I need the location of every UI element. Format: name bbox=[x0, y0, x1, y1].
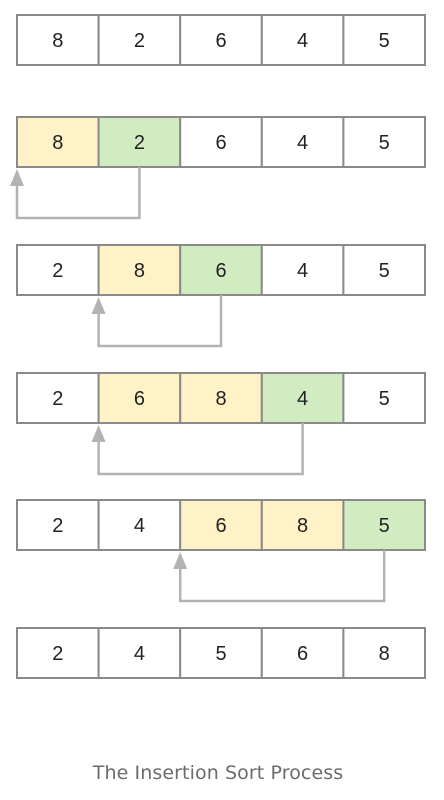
cell-value: 5 bbox=[379, 30, 390, 52]
cell-value: 2 bbox=[52, 515, 63, 537]
array-cell: 4 bbox=[260, 244, 345, 296]
array-cell: 8 bbox=[97, 244, 182, 296]
cell-box bbox=[179, 627, 263, 679]
insertion-sort-diagram: 8 2 6 4 5 8 2 6 4 5 2 8 6 4 5 2 6 8 4 5 2 4 6 8 5 2 4 5 6 8 bbox=[10, 14, 426, 679]
array-cell: 5 bbox=[342, 116, 426, 168]
step-row-4: 2 6 8 4 5 bbox=[16, 372, 426, 476]
array-cell: 5 bbox=[342, 372, 426, 424]
cell-box bbox=[16, 14, 100, 66]
cell-value: 5 bbox=[379, 260, 390, 282]
cell-box bbox=[342, 116, 426, 168]
cell-box bbox=[97, 499, 182, 551]
cell-value: 6 bbox=[215, 30, 226, 52]
cell-value: 2 bbox=[52, 643, 63, 665]
cell-value: 2 bbox=[134, 30, 145, 52]
cell-value: 8 bbox=[297, 515, 308, 537]
array-cell: 6 bbox=[179, 499, 263, 551]
cell-box bbox=[179, 14, 263, 66]
array-cell: 6 bbox=[260, 627, 345, 679]
insertion-arrow-head-icon bbox=[91, 297, 106, 314]
step-row-3: 2 8 6 4 5 bbox=[16, 244, 426, 348]
cell-value: 8 bbox=[52, 132, 63, 154]
cell-value: 5 bbox=[215, 643, 226, 665]
cell-value: 8 bbox=[52, 30, 63, 52]
insertion-arrow-line bbox=[15, 167, 141, 220]
array-cell: 5 bbox=[179, 627, 263, 679]
array-cell: 4 bbox=[260, 14, 345, 66]
array-cell: 2 bbox=[16, 499, 100, 551]
array-cell: 2 bbox=[16, 372, 100, 424]
step-row-1: 8 2 6 4 5 bbox=[16, 14, 426, 66]
array-cell: 8 bbox=[179, 372, 263, 424]
array-cell: 2 bbox=[97, 14, 182, 66]
array-cell: 6 bbox=[179, 244, 263, 296]
figure-caption: The Insertion Sort Process bbox=[92, 762, 344, 784]
array-cell: 4 bbox=[97, 627, 182, 679]
array-cell: 5 bbox=[342, 499, 426, 551]
cell-box bbox=[16, 499, 100, 551]
cell-box bbox=[342, 244, 426, 296]
cell-box bbox=[16, 372, 100, 424]
cell-value: 6 bbox=[297, 643, 308, 665]
cell-value: 6 bbox=[134, 388, 145, 410]
cell-box bbox=[97, 14, 182, 66]
array-cell: 2 bbox=[16, 244, 100, 296]
cell-box bbox=[342, 372, 426, 424]
array-cell: 5 bbox=[342, 14, 426, 66]
cell-box bbox=[260, 116, 345, 168]
cell-box bbox=[260, 244, 345, 296]
cell-value: 5 bbox=[379, 388, 390, 410]
cell-value: 4 bbox=[297, 260, 308, 282]
array-cell: 8 bbox=[342, 627, 426, 679]
array-cell: 4 bbox=[97, 499, 182, 551]
cell-value: 6 bbox=[215, 515, 226, 537]
cell-box bbox=[260, 627, 345, 679]
cell-box bbox=[342, 627, 426, 679]
cell-box bbox=[97, 372, 182, 424]
cell-box bbox=[97, 244, 182, 296]
array-cell: 6 bbox=[179, 116, 263, 168]
insertion-arrow-head-icon bbox=[91, 425, 106, 442]
cell-box bbox=[179, 499, 263, 551]
array-cell: 5 bbox=[342, 244, 426, 296]
cell-box bbox=[342, 14, 426, 66]
insertion-arrow-line bbox=[97, 423, 304, 476]
array-cell: 4 bbox=[260, 372, 345, 424]
cell-value: 4 bbox=[297, 388, 308, 410]
insertion-arrow-line bbox=[97, 295, 223, 348]
cell-box bbox=[97, 627, 182, 679]
cell-box bbox=[16, 116, 100, 168]
cell-value: 4 bbox=[134, 515, 145, 537]
insertion-arrow-head-icon bbox=[173, 552, 188, 569]
step-row-6: 2 4 5 6 8 bbox=[16, 627, 426, 679]
array-cell: 2 bbox=[97, 116, 182, 168]
step-row-5: 2 4 6 8 5 bbox=[16, 499, 426, 603]
array-cell: 8 bbox=[16, 14, 100, 66]
cell-value: 8 bbox=[215, 388, 226, 410]
array-cell: 2 bbox=[16, 627, 100, 679]
array-cell: 8 bbox=[260, 499, 345, 551]
array-cell: 6 bbox=[179, 14, 263, 66]
cell-box bbox=[179, 116, 263, 168]
array-cell: 8 bbox=[16, 116, 100, 168]
cell-value: 6 bbox=[215, 132, 226, 154]
cell-value: 2 bbox=[52, 388, 63, 410]
cell-value: 5 bbox=[379, 132, 390, 154]
cell-value: 8 bbox=[379, 643, 390, 665]
insertion-arrow-head-icon bbox=[10, 169, 24, 186]
insertion-arrow-line bbox=[178, 550, 386, 603]
step-row-2: 8 2 6 4 5 bbox=[10, 116, 426, 220]
cell-value: 4 bbox=[297, 30, 308, 52]
cell-value: 2 bbox=[134, 132, 145, 154]
array-cell: 4 bbox=[260, 116, 345, 168]
array-cell: 6 bbox=[97, 372, 182, 424]
cell-value: 4 bbox=[134, 643, 145, 665]
cell-value: 2 bbox=[52, 260, 63, 282]
cell-box bbox=[260, 372, 345, 424]
cell-value: 5 bbox=[379, 515, 390, 537]
cell-value: 4 bbox=[297, 132, 308, 154]
cell-value: 8 bbox=[134, 260, 145, 282]
cell-value: 6 bbox=[215, 260, 226, 282]
